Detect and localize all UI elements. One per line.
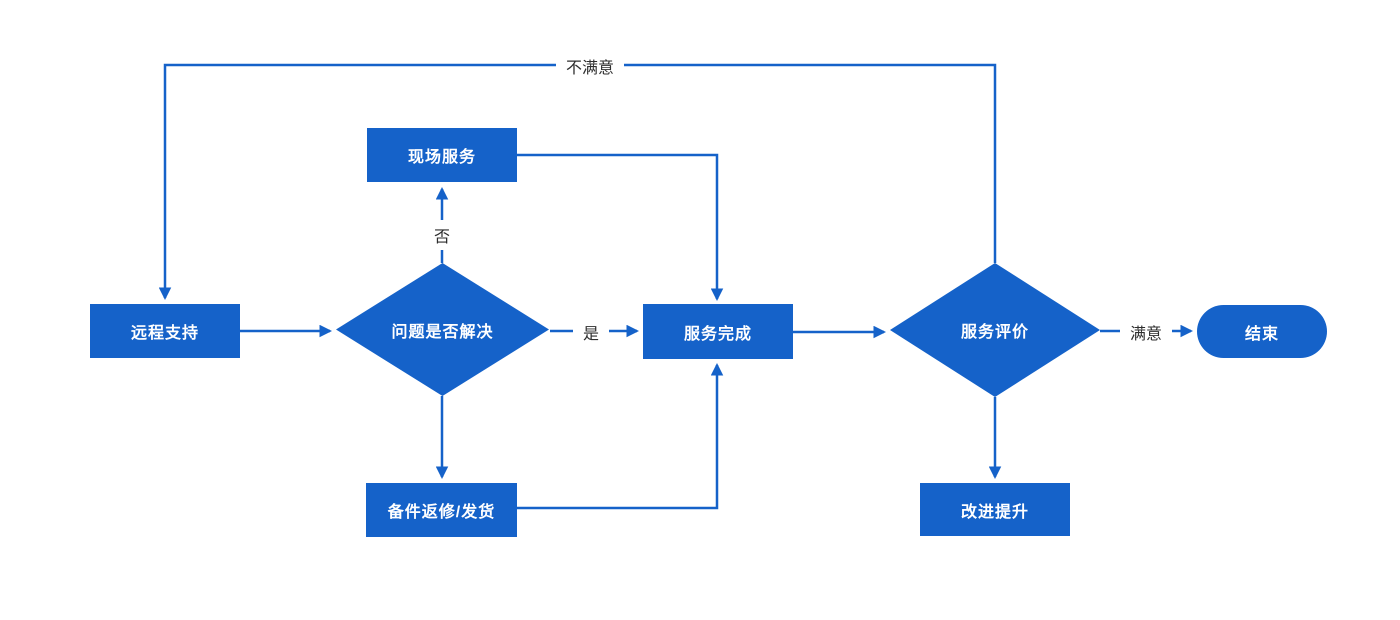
edge-label-yes: 是 — [572, 317, 610, 347]
edge-label-satisfied: 满意 — [1119, 317, 1173, 347]
node-parts-repair: 备件返修/发货 — [366, 483, 517, 537]
node-remote-support: 远程支持 — [90, 304, 240, 358]
edge-service-review-to-remote-support — [158, 63, 997, 301]
node-improve: 改进提升 — [920, 483, 1070, 536]
edge-label-unsatisfied: 不满意 — [555, 51, 625, 81]
node-end: 结束 — [1197, 305, 1327, 358]
edge-onsite-service-to-service-done — [517, 153, 724, 302]
node-service-done: 服务完成 — [643, 304, 793, 359]
edge-label-no: 否 — [423, 220, 461, 250]
edge-parts-repair-to-service-done — [517, 362, 724, 510]
node-onsite-service: 现场服务 — [367, 128, 517, 182]
